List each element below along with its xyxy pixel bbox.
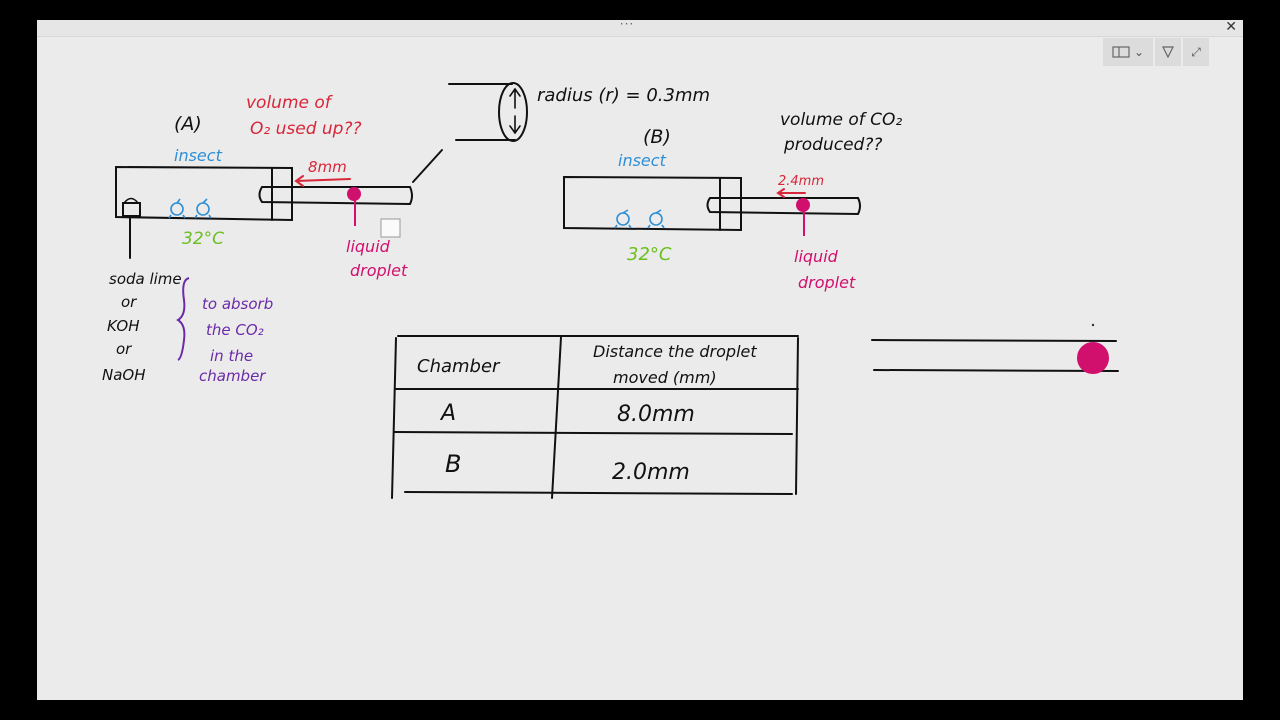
drag-grip[interactable]: ··· [619, 17, 635, 31]
whiteboard-window: ··· ✕ ⌄ ⤢ [37, 17, 1243, 700]
pen-icon [1162, 46, 1174, 58]
close-icon[interactable]: ✕ [1225, 19, 1237, 35]
layout-button[interactable]: ⌄ [1103, 38, 1153, 66]
expand-icon: ⤢ [1191, 44, 1201, 59]
expand-button[interactable]: ⤢ [1183, 38, 1209, 66]
toolbar: ⌄ ⤢ [1103, 38, 1209, 66]
pen-button[interactable] [1155, 38, 1181, 66]
layout-icon [1112, 46, 1130, 58]
title-bar: ··· ✕ [37, 17, 1243, 37]
chevron-down-icon: ⌄ [1133, 45, 1145, 59]
